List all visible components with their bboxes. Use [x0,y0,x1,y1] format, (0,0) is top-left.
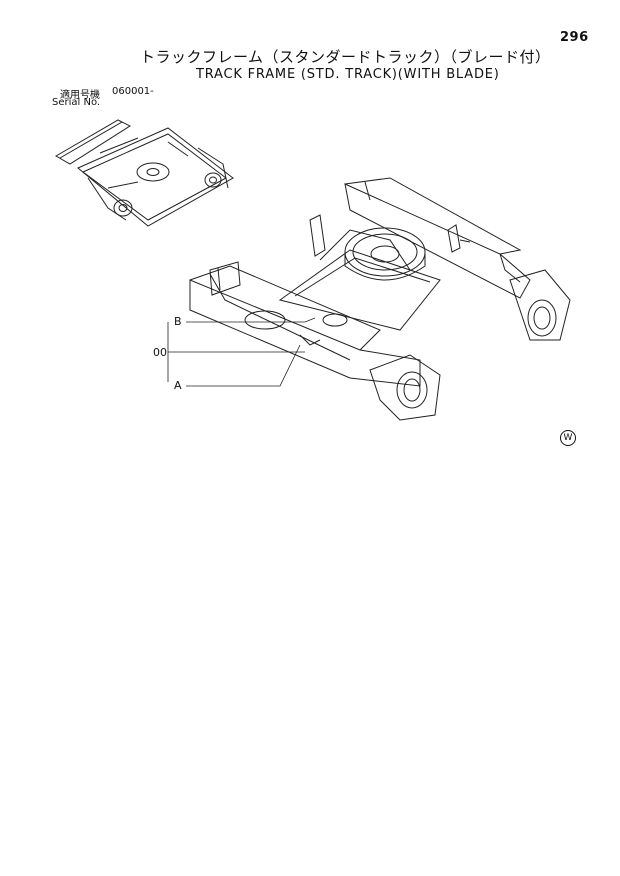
circled-w-mark: W [560,430,576,446]
serial-label-en: Serial No. [52,97,101,108]
page-title-jp: トラックフレーム（スタンダードトラック）（ブレード付） [140,48,551,66]
track-frame-main-illustration [189,177,571,421]
callout-label-b: B [174,315,182,328]
callout-label-a: A [174,379,182,392]
page-number: 296 [560,30,589,45]
track-frame-overview-illustration [54,119,234,227]
callout-label-00: 00 [153,346,167,359]
serial-value: 060001- [112,86,154,97]
page-title-en: TRACK FRAME (STD. TRACK)(WITH BLADE) [196,67,500,82]
serial-label-jp: 適用号機 [60,90,100,101]
